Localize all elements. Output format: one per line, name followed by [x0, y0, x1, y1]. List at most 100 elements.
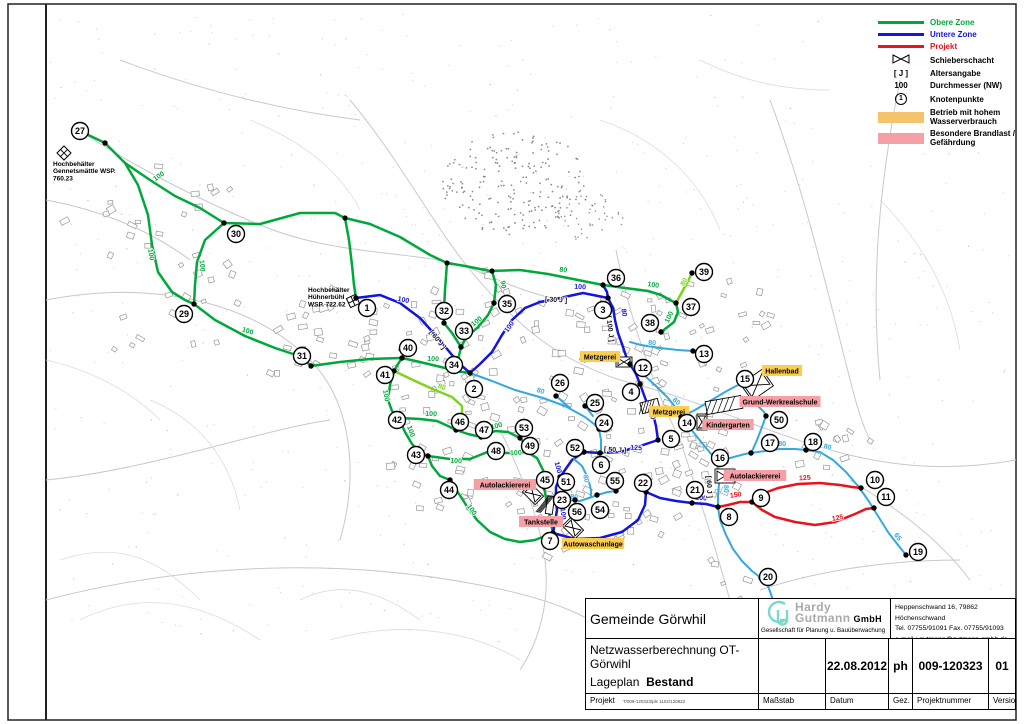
footer-version: Version	[993, 696, 1015, 705]
map-node-27	[70, 121, 90, 141]
map-node-label: 31	[297, 351, 307, 361]
map-node-39	[694, 262, 714, 282]
map-node-14	[677, 413, 697, 433]
map-node-16	[710, 448, 730, 468]
schieberschacht-icon	[739, 368, 775, 402]
pipe-label: [ 60 J ]	[704, 476, 712, 499]
map-node-label: 36	[611, 273, 621, 283]
node-circle-icon: 1	[878, 93, 924, 105]
map-node-54	[590, 500, 610, 520]
map-node-label: 34	[449, 360, 459, 370]
pipe-label: 100	[425, 411, 437, 419]
pipe	[123, 161, 196, 306]
map-node-label: 29	[179, 309, 189, 319]
version-value: 01	[995, 659, 1009, 673]
pipe-label: 80	[823, 443, 832, 452]
schieberschacht-icon	[561, 516, 585, 540]
node-dot	[627, 361, 633, 367]
node-dot	[715, 504, 721, 510]
map-node-label: 21	[690, 485, 700, 495]
map-node-label: 50	[774, 415, 784, 425]
area-label-bg	[519, 516, 563, 527]
map-node-38	[640, 313, 660, 333]
pipe	[629, 341, 694, 352]
map-node-11	[876, 487, 896, 507]
pipe-label: 100	[381, 389, 390, 402]
map-node-label: 38	[645, 318, 655, 328]
map-node-49	[520, 436, 540, 456]
pipe-label: 80	[778, 441, 786, 448]
map-node-label: 5	[668, 434, 673, 444]
map-node-35	[497, 294, 517, 314]
map-node-label: 39	[699, 267, 709, 277]
node-dot	[763, 413, 769, 419]
pipe-label: 100	[695, 495, 707, 503]
area-label: Autowaschanlage	[563, 542, 623, 549]
node-dot	[689, 500, 695, 506]
map-node-label: 18	[808, 437, 818, 447]
pipe	[448, 478, 555, 544]
map-node-label: 14	[682, 418, 692, 428]
map-node-label: 35	[502, 299, 512, 309]
map-node-29	[174, 304, 194, 324]
brandlast-label: Besondere Brandlast /Gefährdung	[930, 129, 1015, 147]
pipe-label: 65	[892, 532, 902, 542]
map-node-26	[550, 373, 570, 393]
map-node-label: 44	[444, 485, 454, 495]
legend-untere-zone: Untere Zone	[878, 30, 1018, 39]
age-bracket-icon: [ J ]	[893, 69, 909, 78]
footer-gez: Gez.	[889, 694, 913, 709]
map-node-55	[605, 471, 625, 491]
node-dot	[441, 320, 447, 326]
area-label: Tankstelle	[524, 520, 558, 527]
project-title: Netzwasserberechnung OT-Görwihl	[590, 643, 740, 671]
pipe	[459, 301, 496, 349]
pipe	[573, 458, 592, 498]
pipe	[750, 415, 767, 454]
map-node-22	[633, 473, 653, 493]
map-node-42	[387, 410, 407, 430]
map-node-label: 37	[686, 302, 696, 312]
area-label-bg	[579, 351, 621, 362]
map-node-label: 10	[870, 475, 880, 485]
node-dot	[600, 282, 606, 288]
pipe	[468, 291, 610, 375]
pipe	[717, 506, 773, 609]
map-node-label: 49	[525, 441, 535, 451]
pipe-label: 90	[498, 280, 506, 289]
map-node-label: 45	[540, 475, 550, 485]
date-value: 22.08.2012	[826, 639, 889, 693]
pipe	[399, 416, 458, 432]
cadastral-speckles	[49, 13, 1010, 643]
area-label: Kindergarten	[706, 423, 750, 430]
sheet-frame	[7, 3, 1017, 721]
massstab-value	[759, 639, 826, 693]
pipe-label: 100	[574, 284, 586, 292]
area-label-bg	[561, 538, 625, 549]
map-node-label: 27	[75, 126, 85, 136]
company-subtitle: Gesellschaft für Planung u. Bauüberwachu…	[761, 627, 886, 634]
map-node-15	[735, 369, 755, 389]
node-dot	[903, 552, 909, 558]
pipe-label: 100	[241, 326, 254, 336]
altersangabe-label: Altersangabe	[930, 69, 981, 78]
area-label-bg	[723, 470, 787, 481]
pipe	[601, 283, 678, 305]
untere-zone-label: Untere Zone	[930, 30, 977, 39]
legend-obere-zone: Obere Zone	[878, 18, 1018, 27]
pipe-label: 100	[397, 296, 410, 305]
map-node-label: 51	[561, 477, 571, 487]
map-node-46	[450, 412, 470, 432]
node-dot	[673, 300, 679, 306]
map-node-label: 42	[392, 415, 402, 425]
map-node-label: 15	[740, 374, 750, 384]
pipe-label: 80	[559, 267, 568, 275]
pipe-label: 100	[450, 458, 462, 466]
map-node-label: 41	[380, 370, 390, 380]
pipe-label: 100	[558, 508, 566, 520]
